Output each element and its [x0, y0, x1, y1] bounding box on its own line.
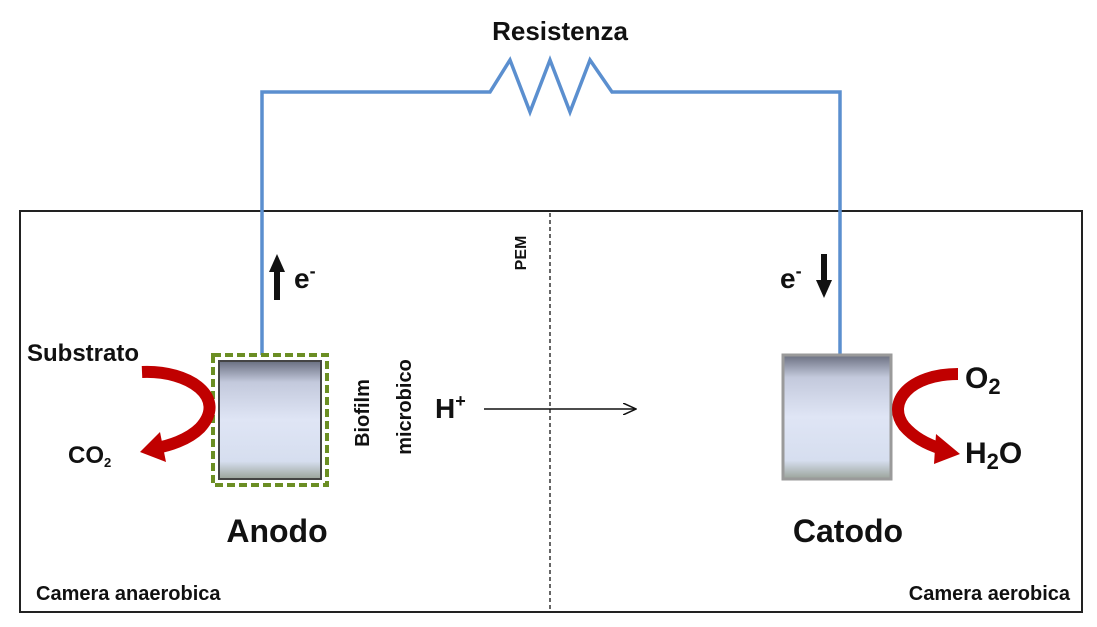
- substrate-conversion-arrow: [141, 365, 216, 454]
- cathode-label: Catodo: [793, 513, 903, 549]
- o2-label: O2: [965, 362, 1001, 399]
- aerobic-chamber-label: Camera aerobica: [909, 583, 1071, 605]
- substrate-arrowhead-icon: [140, 432, 166, 462]
- resistor-label: Resistenza: [492, 16, 628, 46]
- electron-up-arrow-icon: [269, 254, 285, 300]
- oxygen-reduction-arrow: [892, 368, 959, 455]
- biofilm-layer: [211, 353, 329, 487]
- oxygen-arrowhead-icon: [934, 434, 960, 464]
- pem-label: PEM: [513, 236, 530, 271]
- electron-left-label: e-: [294, 261, 316, 294]
- external-circuit-wire: [260, 55, 842, 355]
- biofilm-label-line1: Biofilm: [352, 379, 374, 447]
- substrate-label: Substrato: [27, 340, 139, 367]
- electron-right-label: e-: [780, 261, 802, 294]
- cathode-electrode: [781, 353, 893, 481]
- electron-down-arrow-icon: [816, 254, 832, 298]
- anode-label: Anodo: [226, 513, 327, 549]
- chamber-box: [19, 210, 1083, 613]
- biofilm-label-line2: microbico: [394, 359, 416, 455]
- anode-electrode: [218, 360, 322, 480]
- co2-label: CO2: [68, 442, 111, 470]
- proton-label: H+: [435, 391, 466, 424]
- anaerobic-chamber-label: Camera anaerobica: [36, 583, 221, 605]
- h2o-label: H2O: [965, 437, 1022, 474]
